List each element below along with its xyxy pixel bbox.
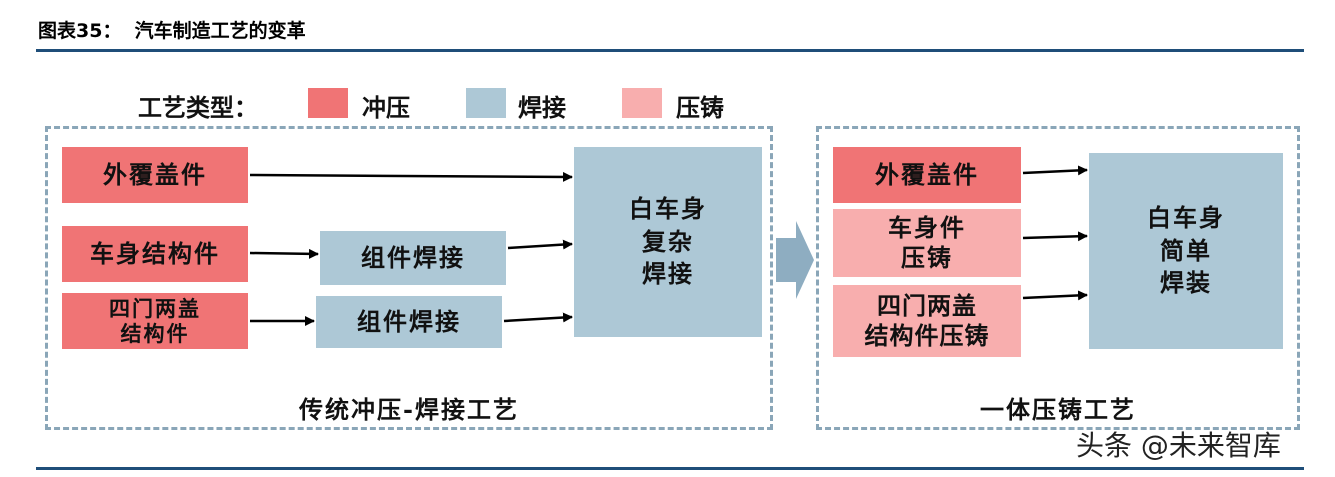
int-biw-line-1: 白车身	[1147, 203, 1225, 233]
arrow-trad-weld2-to-biw	[503, 312, 573, 323]
top-rule	[36, 49, 1304, 52]
trad-body-structure-label: 车身结构件	[90, 239, 220, 269]
int-doors-casting-box: 四门两盖 结构件压铸	[833, 285, 1021, 357]
arrow-trad-body-to-weld	[249, 248, 319, 259]
legend-label: 工艺类型：	[138, 93, 258, 122]
int-body-casting-line-1: 车身件	[888, 213, 966, 242]
arrow-trad-outer-to-biw	[249, 171, 573, 182]
int-outer-panel-box: 外覆盖件	[833, 147, 1021, 203]
trad-doors-hoods-box: 四门两盖 结构件	[62, 293, 248, 349]
legend-swatch-welding	[466, 88, 506, 118]
trad-sub-weld-box-1: 组件焊接	[320, 231, 506, 285]
legend-item-welding: 焊接	[518, 93, 566, 122]
legend-item-casting: 压铸	[676, 93, 724, 122]
int-body-casting-line-2: 压铸	[901, 243, 953, 272]
transition-arrow	[776, 221, 814, 299]
trad-sub-weld-box-2: 组件焊接	[316, 296, 502, 348]
figure-title: 图表35： 汽车制造工艺的变革	[38, 20, 306, 42]
trad-caption: 传统冲压-焊接工艺	[299, 395, 519, 424]
bottom-rule	[36, 467, 1304, 470]
int-outer-panel-label: 外覆盖件	[875, 160, 979, 190]
int-doors-casting-line-1: 四门两盖	[877, 291, 977, 320]
trad-doors-hoods-line-1: 四门两盖	[109, 295, 201, 321]
trad-biw-line-2: 复杂	[642, 226, 694, 256]
arrow-trad-weld1-to-biw	[507, 239, 573, 250]
arrow-int-body-to-biw	[1022, 231, 1088, 242]
trad-biw-line-3: 焊接	[642, 259, 694, 289]
trad-outer-panel-label: 外覆盖件	[103, 160, 207, 190]
trad-biw-line-1: 白车身	[629, 194, 707, 224]
int-body-casting-box: 车身件 压铸	[833, 209, 1021, 277]
int-biw-box: 白车身 简单 焊装	[1089, 153, 1283, 349]
int-biw-line-2: 简单	[1160, 235, 1212, 265]
trad-doors-hoods-line-2: 结构件	[120, 321, 190, 346]
legend-swatch-casting	[622, 88, 662, 118]
trad-sub-weld-label-2: 组件焊接	[357, 307, 461, 337]
trad-body-structure-box: 车身结构件	[62, 226, 248, 282]
trad-sub-weld-label-1: 组件焊接	[361, 243, 465, 273]
legend-item-stamping: 冲压	[362, 93, 410, 122]
watermark: 头条 @未来智库	[1076, 429, 1281, 462]
int-caption: 一体压铸工艺	[980, 395, 1136, 424]
legend-swatch-stamping	[308, 88, 348, 118]
trad-biw-box: 白车身 复杂 焊接	[574, 147, 762, 337]
int-doors-casting-line-2: 结构件压铸	[864, 321, 990, 350]
trad-outer-panel-box: 外覆盖件	[62, 147, 248, 203]
traditional-process-panel	[45, 126, 773, 430]
integrated-process-panel	[816, 126, 1300, 430]
arrow-int-outer-to-biw	[1022, 165, 1088, 176]
int-biw-line-3: 焊装	[1160, 268, 1212, 298]
arrow-int-doors-to-biw	[1022, 290, 1088, 301]
